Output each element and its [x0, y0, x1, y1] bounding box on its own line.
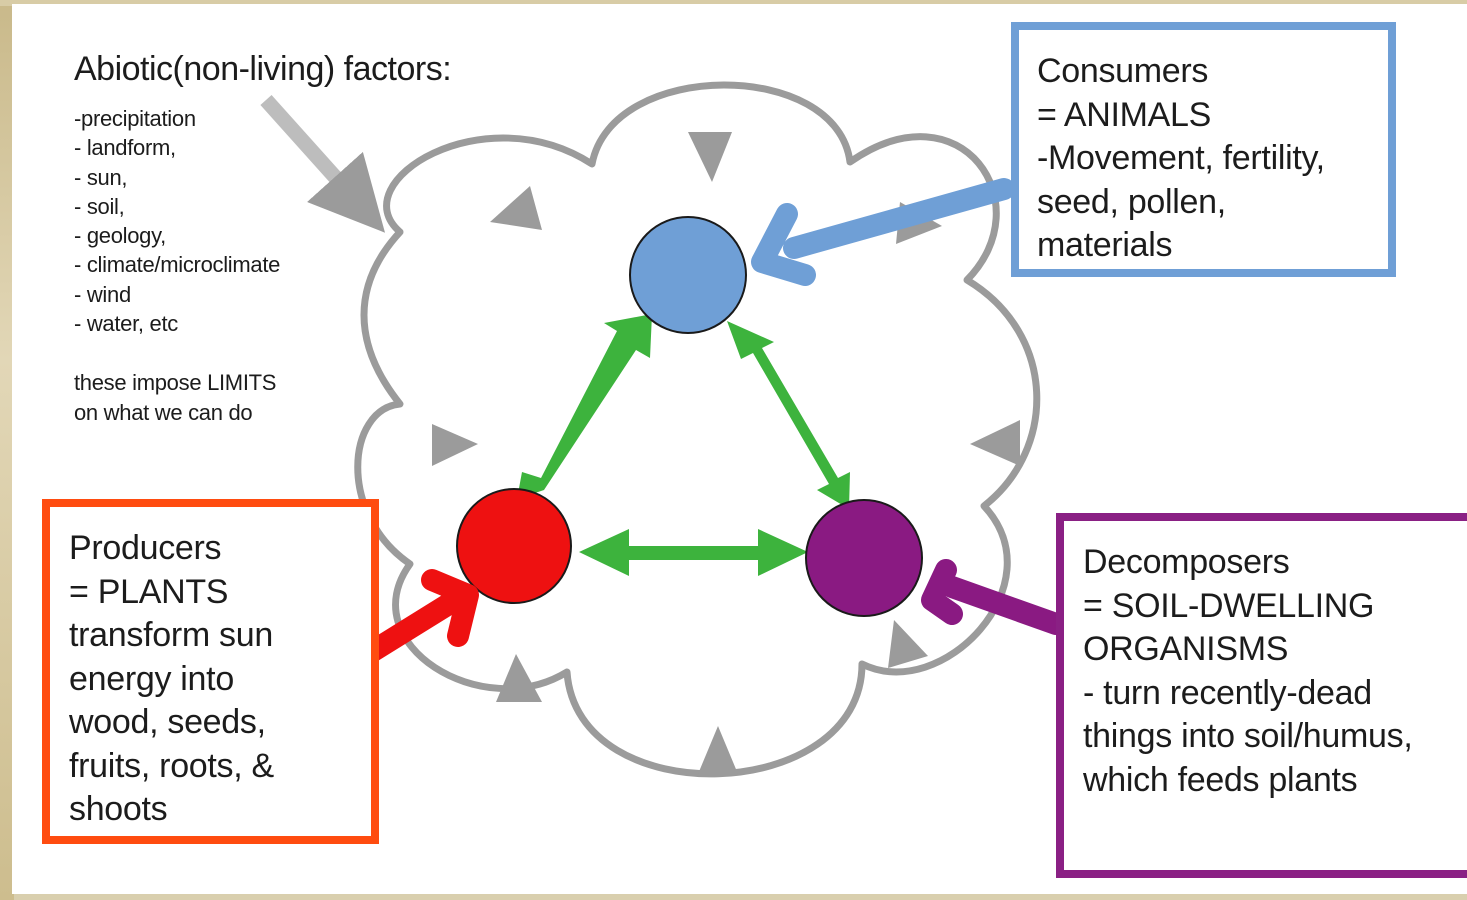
- arrow-consumer-producer: [517, 314, 652, 499]
- box-pointer-arrows: [341, 178, 1067, 675]
- cloud-arrowhead: [490, 186, 542, 230]
- cloud-arrowhead: [496, 654, 542, 702]
- cloud-arrowhead: [888, 620, 928, 668]
- cloud-arrowheads: [432, 132, 1020, 774]
- abiotic-factor-list: -precipitation - landform, - sun, - soil…: [74, 106, 281, 337]
- background-edge: [0, 0, 14, 900]
- abiotic-limits-note: these impose LIMITS on what we can do: [74, 370, 277, 425]
- consumers-box: Consumers = ANIMALS -Movement, fertility…: [1011, 22, 1396, 277]
- consumer-node: [629, 216, 747, 334]
- decomposer-pointer-arrow: [921, 559, 1067, 635]
- abiotic-cloud-outline: [354, 81, 1041, 778]
- cloud-arrowhead: [432, 424, 478, 466]
- producers-label: Producers = PLANTS transform sun energy …: [69, 529, 274, 828]
- producers-box: Producers = PLANTS transform sun energy …: [42, 499, 379, 844]
- consumer-pointer-arrow: [751, 178, 1015, 286]
- arrow-consumer-decomposer: [727, 321, 850, 509]
- decomposer-node: [805, 499, 923, 617]
- decomposers-box: Decomposers = SOIL-DWELLING ORGANISMS - …: [1056, 513, 1467, 878]
- decomposers-label: Decomposers = SOIL-DWELLING ORGANISMS - …: [1083, 543, 1413, 799]
- cloud-arrowhead: [698, 726, 738, 774]
- arrow-producer-decomposer: [579, 529, 808, 576]
- cloud-arrowhead: [688, 132, 732, 182]
- cloud-arrowhead: [970, 420, 1020, 466]
- slide-canvas: Abiotic(non-living) factors: -precipitat…: [12, 4, 1467, 894]
- interaction-arrows: [517, 314, 850, 576]
- consumers-label: Consumers = ANIMALS -Movement, fertility…: [1037, 52, 1325, 264]
- abiotic-title: Abiotic(non-living) factors:: [74, 50, 452, 88]
- background-top-edge: [0, 0, 1467, 6]
- abiotic-pointer-arrow: [260, 94, 386, 233]
- ecosystem-diagram: [260, 81, 1067, 778]
- producer-node: [456, 488, 572, 604]
